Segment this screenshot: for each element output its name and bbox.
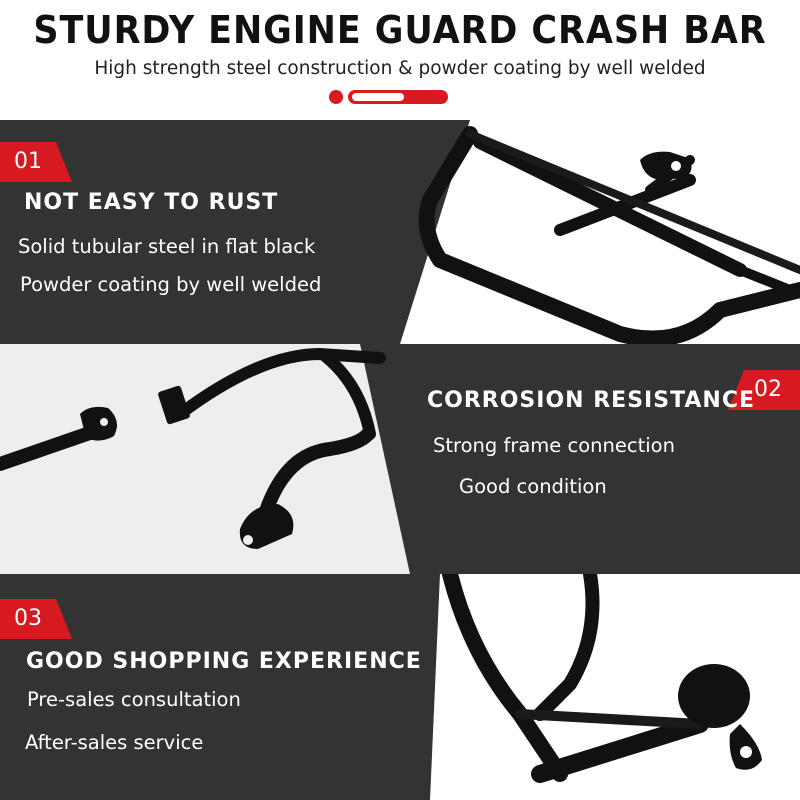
section-2-line-1: Strong frame connection [433,434,675,457]
header: STURDY ENGINE GUARD CRASH BAR High stren… [0,0,800,120]
feature-panel-2: 02 CORROSION RESISTANCE Strong frame con… [0,344,800,574]
section-number-3: 03 [0,599,72,639]
mounting-tab-2b [158,385,190,425]
section-3-line-1: Pre-sales consultation [27,688,241,711]
section-2-line-2: Good condition [459,475,607,498]
decorative-divider [329,90,448,104]
mounting-tab-2a [80,406,117,441]
section-heading-3: GOOD SHOPPING EXPERIENCE [26,649,422,674]
section-heading-2: CORROSION RESISTANCE [427,388,755,413]
crash-bar-photo-3 [430,574,800,800]
section-number-1-label: 01 [14,149,42,174]
crash-bar-photo-2 [0,344,800,574]
section-3-line-2: After-sales service [25,731,204,754]
section-1-line-2: Powder coating by well welded [20,273,322,296]
mounting-tab-1 [640,151,692,180]
page-title: STURDY ENGINE GUARD CRASH BAR [33,8,767,52]
feature-panel-3: 03 GOOD SHOPPING EXPERIENCE Pre-sales co… [0,574,800,800]
section-1-line-1: Solid tubular steel in flat black [18,235,316,258]
section-number-2-label: 02 [754,377,782,402]
section-number-1: 01 [0,142,72,182]
mounting-tab-3 [678,664,762,770]
section-heading-1: NOT EASY TO RUST [24,190,279,215]
section-number-2: 02 [728,370,800,410]
section-number-3-label: 03 [14,606,42,631]
page-subtitle: High strength steel construction & powde… [94,58,706,79]
mounting-tab-2c [239,504,294,549]
crash-bar-photo-1 [400,120,800,344]
feature-panel-1: 01 NOT EASY TO RUST Solid tubular steel … [0,120,800,344]
